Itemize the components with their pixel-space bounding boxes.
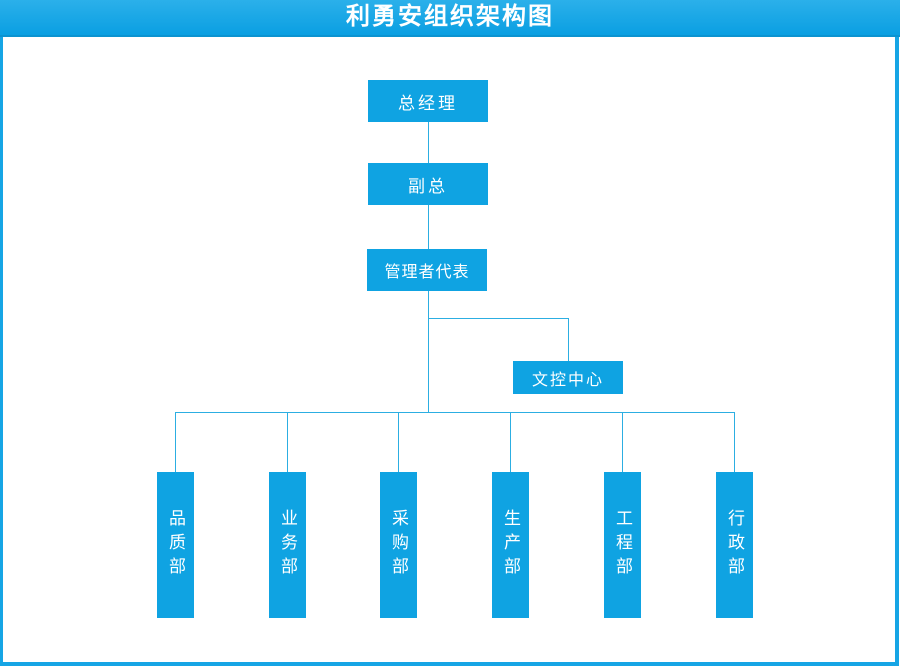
node-department-administration-label: 行政部 xyxy=(725,509,744,581)
connector-branch-horizontal xyxy=(428,318,569,319)
connector-deputy-to-rep xyxy=(428,205,429,249)
node-department-quality: 品质部 xyxy=(157,472,194,618)
header-bar: 利勇安组织架构图 xyxy=(0,0,900,37)
connector-gm-to-deputy xyxy=(428,122,429,163)
node-department-business: 业务部 xyxy=(269,472,306,618)
connector-branch-to-doc-center xyxy=(568,318,569,361)
node-general-manager-label: 总经理 xyxy=(398,93,458,113)
page-title: 利勇安组织架构图 xyxy=(346,2,554,30)
chart-canvas xyxy=(0,37,899,666)
node-management-representative-label: 管理者代表 xyxy=(384,264,470,281)
connector-distribution-horizontal xyxy=(175,412,735,413)
connector-rep-to-departments xyxy=(428,291,429,412)
node-department-production: 生产部 xyxy=(492,472,529,618)
node-department-engineering-label: 工程部 xyxy=(613,509,632,581)
connector-drop-quality xyxy=(175,412,176,472)
connector-drop-purchasing xyxy=(398,412,399,472)
node-department-quality-label: 品质部 xyxy=(166,509,185,581)
node-general-manager: 总经理 xyxy=(368,80,488,122)
node-document-control-center: 文控中心 xyxy=(513,361,623,394)
node-department-purchasing-label: 采购部 xyxy=(389,509,408,581)
connector-drop-administration xyxy=(734,412,735,472)
node-department-engineering: 工程部 xyxy=(604,472,641,618)
node-deputy-general-manager: 副总 xyxy=(368,163,488,205)
node-management-representative: 管理者代表 xyxy=(367,249,487,291)
node-department-purchasing: 采购部 xyxy=(380,472,417,618)
node-deputy-general-manager-label: 副总 xyxy=(408,176,448,196)
node-department-production-label: 生产部 xyxy=(501,509,520,581)
connector-drop-production xyxy=(510,412,511,472)
node-department-business-label: 业务部 xyxy=(278,509,297,581)
connector-drop-business xyxy=(287,412,288,472)
node-department-administration: 行政部 xyxy=(716,472,753,618)
node-document-control-center-label: 文控中心 xyxy=(531,371,604,389)
connector-drop-engineering xyxy=(622,412,623,472)
